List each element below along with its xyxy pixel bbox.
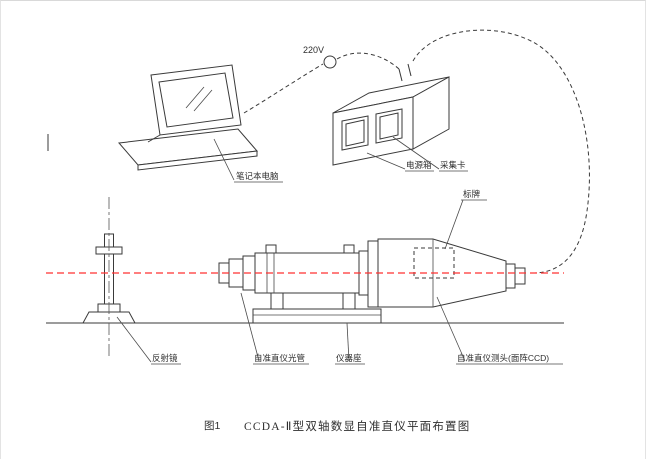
head-connector [514, 267, 526, 285]
tube-support [270, 292, 284, 310]
capture-card-label: 采集卡 [440, 160, 466, 170]
card-slot-outer [375, 108, 403, 144]
head-flange [367, 240, 379, 308]
cable-powerbox-to-ccd-head [412, 29, 590, 274]
plug-pin [407, 63, 412, 77]
cable-plug-to-powerbox [336, 52, 400, 70]
base-plate [252, 308, 382, 324]
nameplate-label: 标牌 [463, 189, 481, 199]
leader-collimator-tube [240, 292, 260, 362]
cables [243, 29, 590, 274]
card-slot-outer [341, 115, 369, 151]
card-slot-inner [345, 119, 365, 147]
plug-connector-circle [323, 55, 337, 69]
caption-figure-number: 图1 [204, 420, 220, 432]
leader-laptop [213, 138, 235, 181]
leader-power-box [366, 152, 406, 170]
laptop-base-edge [137, 150, 258, 171]
plug-pin [398, 68, 403, 82]
laptop-label: 笔记本电脑 [236, 171, 279, 181]
screen-glare-line [193, 89, 213, 112]
leader-ccd-head [436, 296, 466, 362]
voltage-label: 220V [303, 45, 324, 55]
tube-top-knob [343, 244, 355, 254]
collimator-tube-label: 自准直仪光管 [254, 353, 305, 363]
power-box [332, 63, 450, 166]
screen-glare-line [185, 86, 205, 109]
reflector-label: 反射镜 [152, 353, 178, 363]
laptop [118, 64, 258, 171]
annotations: 笔记本电脑 电源箱 采集卡 标牌 反射镜 自准直仪光管 仪器座 自准直仪测头(面… [116, 136, 563, 365]
cable-laptop-to-plug [243, 63, 324, 114]
laptop-hinge [147, 134, 161, 143]
power-box-label: 电源箱 [406, 160, 432, 170]
ccd-head-label: 自准直仪测头(面阵CCD) [457, 353, 549, 363]
head-end-cap [505, 263, 516, 289]
collimator-tube [218, 244, 362, 310]
instrument-base-label: 仪器座 [336, 353, 362, 363]
instrument-base [252, 308, 382, 324]
tube-top-knob [265, 244, 277, 254]
tube-support [342, 292, 356, 310]
card-slot-inner [379, 112, 399, 140]
caption-title: CCDA-Ⅱ型双轴数显自准直仪平面布置图 [244, 419, 470, 433]
leader-nameplate [444, 199, 464, 250]
figure-caption: 图1 CCDA-Ⅱ型双轴数显自准直仪平面布置图 [204, 419, 470, 433]
leader-reflector [116, 316, 152, 363]
leader-instrument-base [346, 322, 350, 362]
laptop-screen-inner [158, 72, 234, 128]
leader-capture-card [392, 136, 440, 170]
